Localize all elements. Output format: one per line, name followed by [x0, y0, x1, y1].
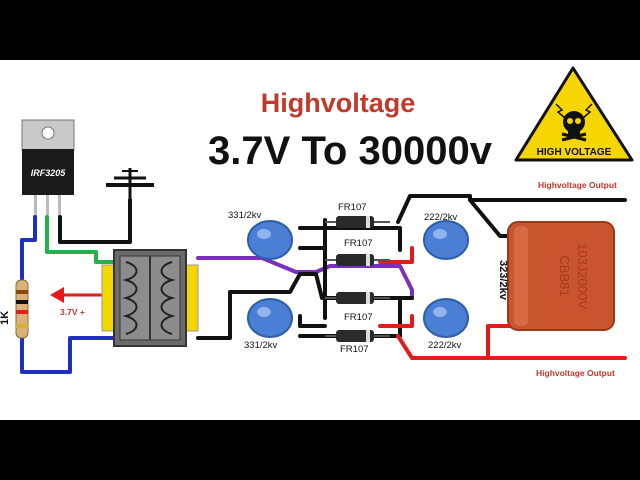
diode-2 [325, 254, 390, 266]
big-cap-text1: CBB81 [557, 255, 572, 296]
ground-icon [106, 168, 154, 200]
mosfet-irf3205: IRF3205 [21, 119, 75, 217]
resistor-1k [15, 279, 29, 339]
diode-label-2: FR107 [344, 238, 373, 249]
warning-label: HIGH VOLTAGE [537, 147, 612, 158]
diode-label-1: FR107 [338, 202, 367, 213]
big-cap-text2: 103J2000V [575, 243, 590, 309]
output-label-top: Highvoltage Output [538, 180, 617, 190]
cap-label-bottom-left: 331/2kv [244, 340, 278, 351]
film-capacitor-cbb81 [507, 221, 615, 331]
cap-label-top-left: 331/2kv [228, 210, 262, 221]
diode-label-3: FR107 [344, 312, 373, 323]
output-label-bottom: Highvoltage Output [536, 368, 615, 378]
ceramic-capacitor-bottom-right [423, 298, 469, 338]
high-voltage-warning-icon: HIGH VOLTAGE [514, 66, 634, 162]
diode-4 [325, 330, 390, 342]
cap-label-top-right: 222/2kv [424, 212, 458, 223]
diode-3 [325, 292, 390, 304]
input-label: 3.7V + [60, 307, 85, 317]
big-cap-label: 323/2kv [497, 260, 509, 301]
mosfet-label: IRF3205 [31, 168, 67, 178]
title-line2: 3.7V To 30000v [208, 129, 493, 173]
diode-1 [325, 216, 390, 228]
ceramic-capacitor-top-right [423, 220, 469, 260]
ceramic-capacitor-top-left [247, 220, 293, 260]
resistor-label: 1K [0, 311, 11, 325]
wires-left [20, 198, 132, 374]
diode-label-4: FR107 [340, 344, 369, 355]
ceramic-capacitor-bottom-left [247, 298, 293, 338]
cap-label-bottom-right: 222/2kv [428, 340, 462, 351]
input-arrow-icon [50, 287, 104, 303]
title-line1: Highvoltage [261, 88, 416, 118]
transformer [101, 249, 199, 347]
